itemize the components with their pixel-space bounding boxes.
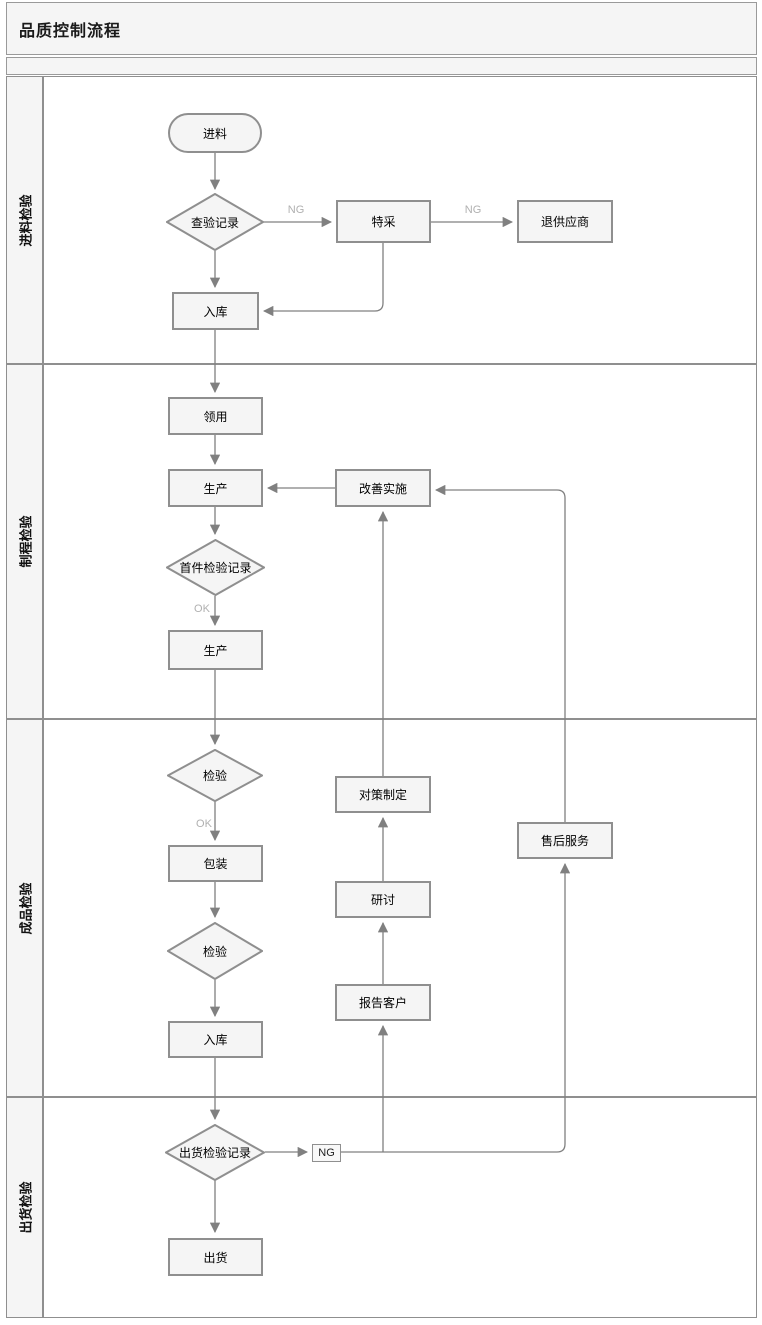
lane-label-cell: 成品检验 <box>7 720 44 1096</box>
lane-label: 进料检验 <box>18 193 34 247</box>
lane-label: 制程检验 <box>18 515 34 568</box>
title-bar: 品质控制流程 <box>6 2 757 55</box>
node-warehouse-in-1[interactable]: 入库 <box>172 292 259 330</box>
node-after-sales[interactable]: 售后服务 <box>517 822 613 859</box>
node-label: 改善实施 <box>358 481 407 496</box>
diamond-shape <box>166 193 264 251</box>
node-label: 包装 <box>203 857 228 871</box>
node-packaging[interactable]: 包装 <box>168 845 263 882</box>
node-special-adopt[interactable]: 特采 <box>336 200 431 243</box>
diamond-shape <box>167 749 263 802</box>
diamond-shape <box>167 922 263 980</box>
edge-label-ng-1: NG <box>287 204 305 216</box>
node-label: 检验 <box>202 944 227 959</box>
phase-strip <box>6 57 757 75</box>
diamond-shape <box>166 539 265 596</box>
node-countermeasure[interactable]: 对策制定 <box>335 776 431 813</box>
node-return-supplier[interactable]: 退供应商 <box>517 200 613 243</box>
node-label: 检验 <box>202 769 227 783</box>
node-label: 入库 <box>203 304 228 319</box>
lane-label-cell: 进料检验 <box>7 77 44 363</box>
node-shipment[interactable]: 出货 <box>168 1238 263 1276</box>
node-label: 生产 <box>203 481 228 496</box>
swimlane-container: 进料检验 制程检验 成品检验 出货检验 <box>6 76 757 1318</box>
lane-label-cell: 制程检验 <box>7 365 44 718</box>
page-title: 品质控制流程 <box>19 22 122 40</box>
node-production-1[interactable]: 生产 <box>168 469 263 507</box>
node-shipping-check[interactable]: 出货检验记录 <box>165 1124 265 1181</box>
node-warehouse-in-2[interactable]: 入库 <box>168 1021 263 1058</box>
edge-label-ng-2: NG <box>464 204 482 216</box>
node-report-customer[interactable]: 报告客户 <box>335 984 431 1021</box>
node-label: NG <box>318 1147 335 1159</box>
node-first-article-check[interactable]: 首件检验记录 <box>166 539 265 596</box>
node-label: 售后服务 <box>540 834 589 848</box>
lane-process-inspection: 制程检验 <box>7 363 756 718</box>
node-label: 首件检验记录 <box>179 561 252 575</box>
node-ng-connector[interactable]: NG <box>312 1144 341 1162</box>
node-label: 对策制定 <box>358 788 407 802</box>
node-label: 进料 <box>202 126 227 141</box>
node-label: 领用 <box>203 409 228 424</box>
node-label: 入库 <box>203 1033 228 1047</box>
node-label: 报告客户 <box>358 996 407 1010</box>
node-inspection-1[interactable]: 检验 <box>167 749 263 802</box>
node-production-2[interactable]: 生产 <box>168 630 263 670</box>
lane-label-cell: 出货检验 <box>7 1098 44 1317</box>
lane-content <box>44 1098 756 1317</box>
node-label: 出货 <box>203 1250 228 1265</box>
lane-content <box>44 365 756 718</box>
node-check-record[interactable]: 查验记录 <box>166 193 264 251</box>
node-improvement[interactable]: 改善实施 <box>335 469 431 507</box>
node-label: 特采 <box>371 215 396 229</box>
node-label: 生产 <box>203 643 228 658</box>
node-label: 查验记录 <box>190 215 239 230</box>
lane-shipping-inspection: 出货检验 <box>7 1096 756 1317</box>
node-inspection-2[interactable]: 检验 <box>167 922 263 980</box>
lane-label: 成品检验 <box>18 881 34 935</box>
node-material-issue[interactable]: 领用 <box>168 397 263 435</box>
node-start[interactable]: 进料 <box>168 113 262 153</box>
edge-label-ok-2: OK <box>196 818 212 830</box>
node-label: 出货检验记录 <box>178 1146 251 1160</box>
node-discussion[interactable]: 研讨 <box>335 881 431 918</box>
node-label: 研讨 <box>370 893 395 907</box>
edge-label-ok-1: OK <box>194 603 210 615</box>
lane-label: 出货检验 <box>18 1181 34 1234</box>
node-label: 退供应商 <box>540 215 589 229</box>
